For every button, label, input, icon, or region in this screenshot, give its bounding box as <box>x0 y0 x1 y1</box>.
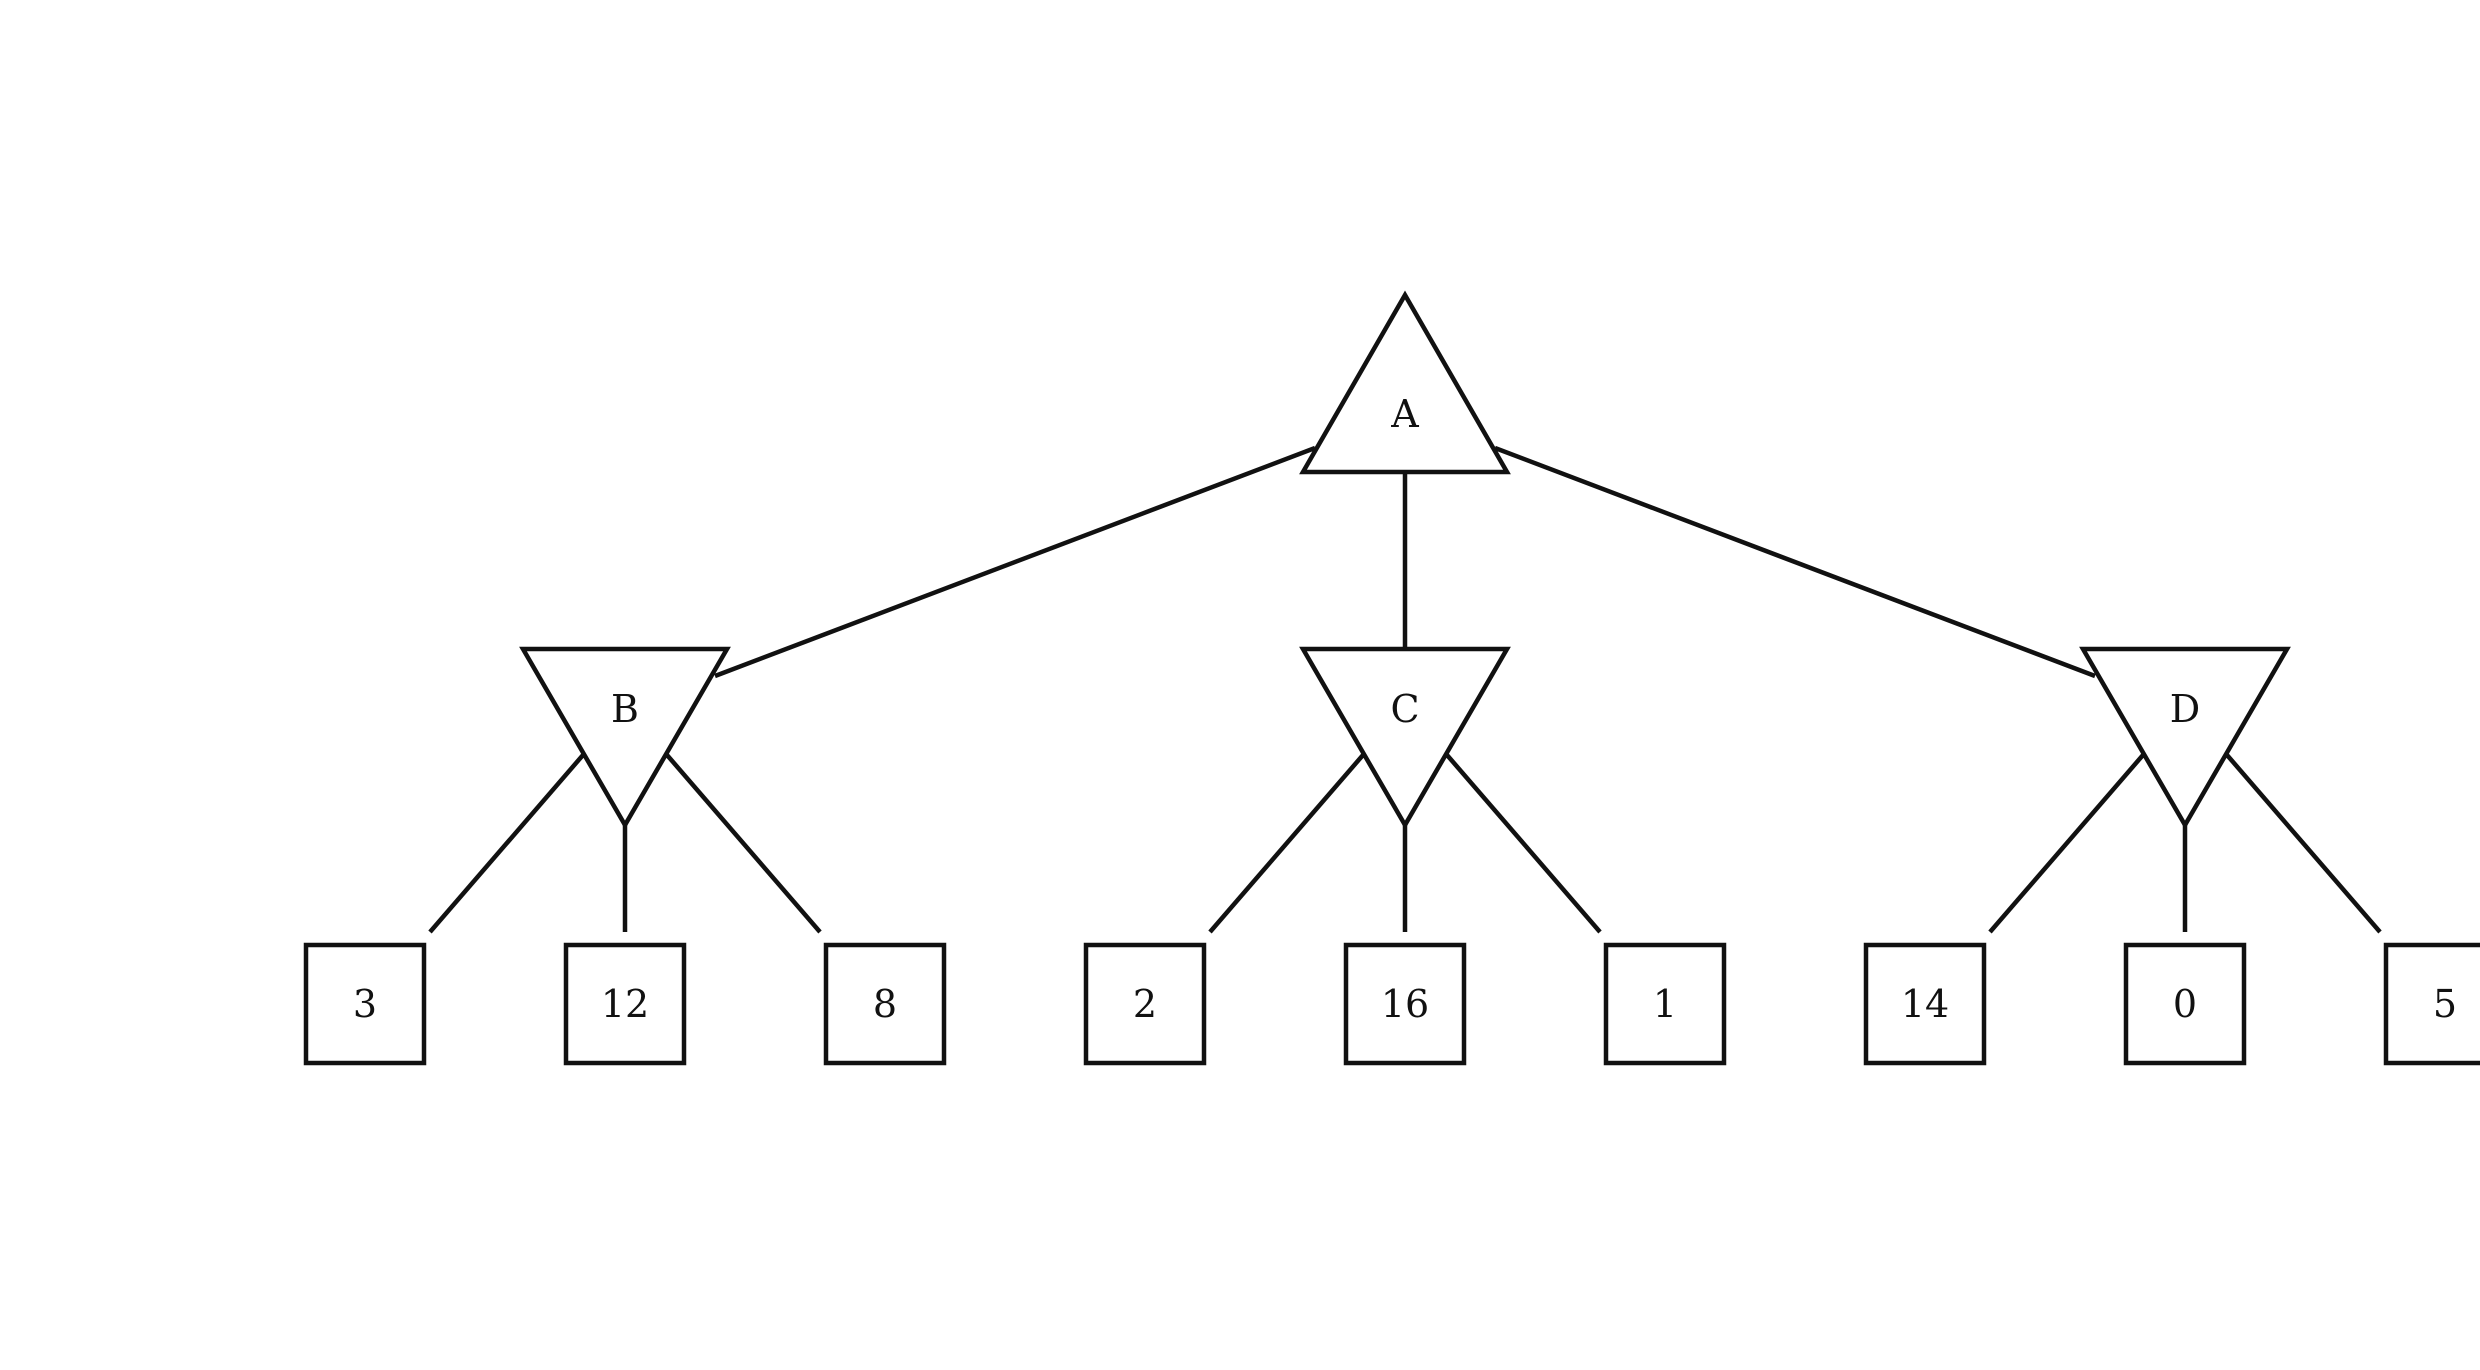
max-node-a <box>1299 290 1511 475</box>
leaf-node <box>563 942 687 1066</box>
node-label-a: A <box>1390 392 1419 436</box>
tree-nodes: A B C D 3 12 8 2 16 1 14 0 5 <box>303 290 2480 1066</box>
edge-c-leaf-3 <box>1208 753 1365 934</box>
min-node-b <box>519 646 731 830</box>
leaf-value: 16 <box>1381 982 1429 1026</box>
leaf-node <box>1343 942 1467 1066</box>
leaf-node <box>2123 942 2247 1066</box>
node-label-d: D <box>2170 687 2200 731</box>
edge-c-leaf-5 <box>1445 753 1602 934</box>
leaf-value: 14 <box>1901 982 1949 1026</box>
min-node-c <box>1299 646 1511 830</box>
leaf-value: 8 <box>873 982 897 1026</box>
edge-d-leaf-6 <box>1988 753 2145 934</box>
edge-d-leaf-8 <box>2225 753 2382 934</box>
edge-b-leaf-0 <box>428 753 585 934</box>
tree-edges <box>428 445 2382 934</box>
leaf-value: 5 <box>2433 982 2457 1026</box>
leaf-node <box>1863 942 1987 1066</box>
leaf-value: 2 <box>1133 982 1157 1026</box>
leaf-node <box>823 942 947 1066</box>
leaf-value: 0 <box>2173 982 2197 1026</box>
edge-a-b <box>714 445 1316 679</box>
leaf-node <box>2383 942 2480 1066</box>
node-label-c: C <box>1390 687 1419 731</box>
leaf-value: 12 <box>601 982 649 1026</box>
leaf-node <box>1603 942 1727 1066</box>
edge-a-d <box>1494 445 2096 679</box>
node-label-b: B <box>611 687 639 731</box>
leaf-value: 3 <box>353 982 377 1026</box>
leaf-node <box>1083 942 1207 1066</box>
leaf-value: 1 <box>1653 982 1677 1026</box>
leaf-node <box>303 942 427 1066</box>
min-node-d <box>2079 646 2291 830</box>
edge-b-leaf-2 <box>665 753 822 934</box>
